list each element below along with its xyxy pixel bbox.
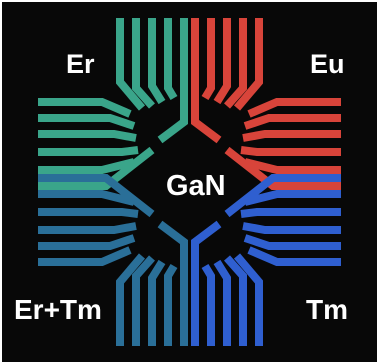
er-label: Er (66, 49, 95, 79)
gan-label: GaN (166, 170, 226, 202)
gan-electroluminescence-photo: Er Eu GaN Er+Tm Tm (2, 2, 377, 362)
er-tm-label: Er+Tm (14, 294, 102, 325)
eu-electrodes (195, 18, 341, 186)
eu-label: Eu (310, 49, 345, 79)
tm-label: Tm (306, 294, 348, 325)
er-electrodes (38, 18, 184, 186)
